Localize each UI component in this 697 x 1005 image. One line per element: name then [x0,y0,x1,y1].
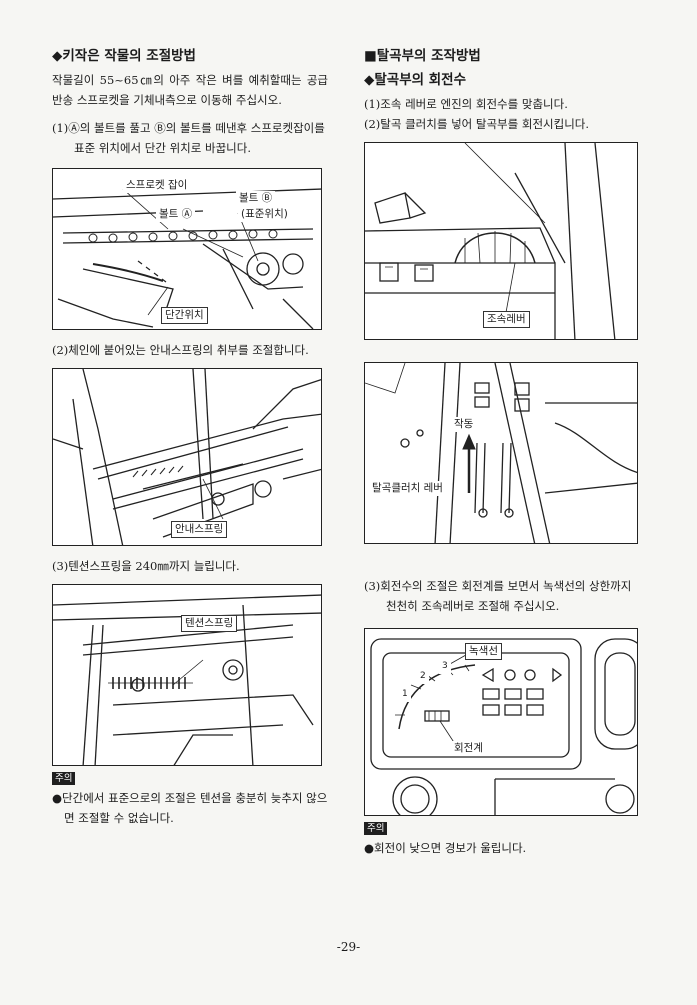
section-title-threshing: ■탈곡부의 조작방법 [364,48,481,64]
figure-tachometer: 녹색선 1 2 3 회전계 [364,628,638,816]
sprocket-drawing [53,188,321,329]
caution-tag-right: 주의 [364,822,388,835]
dial-mark-2: 2 [417,669,429,684]
caution-tag-left: 주의 [52,772,76,785]
step-1-text: (1)Ⓐ의 볼트를 풀고 Ⓑ의 볼트를 떼낸후 스프로켓잡이를 표준 위치에서 … [52,121,325,155]
guide-spring-drawing [53,369,321,545]
label-tension-spring: 텐션스프링 [181,615,238,632]
figure-sprocket: 스프로켓 잡이 볼트 Ⓑ (표준위치) 볼트 Ⓐ 단간위치 [52,168,322,330]
figure-tension-spring: 텐션스프링 [52,584,322,766]
caution-text-left: ●단간에서 표준으로의 조절은 텐션을 충분히 늦추지 않으면 조절할 수 없습… [52,791,328,825]
label-speed-lever: 조속레버 [483,311,530,328]
label-sprocket-holder: 스프로켓 잡이 [123,178,191,193]
dial-mark-3: 3 [439,659,451,674]
dial-mark-1: 1 [399,687,411,702]
step-2-text: (2)체인에 붙어있는 안내스프링의 취부를 조절합니다. [52,343,309,357]
clutch-drawing [365,363,637,543]
right-step-2-text: (2)탈곡 클러치를 넣어 탈곡부를 회전시킵니다. [364,117,590,131]
heading-threshing-rpm: ◆탈곡부의 회전수 [364,72,467,88]
label-threshing-clutch-lever: 탈곡클러치 레버 [369,481,446,496]
label-tachometer: 회전계 [451,741,486,756]
figure-guide-spring: 안내스프링 [52,368,322,546]
label-short-position: 단간위치 [161,307,208,324]
tension-spring-drawing [53,594,321,765]
section-heading-short-crop: ◆키작은 작물의 조절방법 [52,48,196,64]
right-step-1-text: (1)조속 레버로 엔진의 회전수를 맞춥니다. [364,97,568,111]
intro-paragraph: 작물길이 55~65㎝의 아주 작은 벼를 예취할때는 공급 반송 스프로켓을 … [52,73,328,107]
label-action: 작동 [451,417,477,432]
figure-threshing-clutch: 작동 탈곡클러치 레버 [364,362,638,544]
left-column: ◆키작은 작물의 조절방법 작물길이 55~65㎝의 아주 작은 벼를 예취할때… [52,46,328,828]
speed-lever-drawing [365,143,616,339]
label-bolt-b: 볼트 Ⓑ [236,191,276,206]
page-number: -29- [336,940,361,954]
right-column: ■탈곡부의 조작방법 ◆탈곡부의 회전수 (1)조속 레버로 엔진의 회전수를 … [364,46,642,858]
step-3-text: (3)텐션스프링을 240㎜까지 늘립니다. [52,559,240,573]
label-guide-spring: 안내스프링 [171,521,228,538]
right-step-3-text: (3)회전수의 조절은 회전계를 보면서 녹색선의 상한까지 천천히 조속레버로… [364,579,632,613]
label-bolt-a: 볼트 Ⓐ [156,207,196,222]
label-green-line: 녹색선 [465,643,502,660]
label-standard-position: (표준위치) [238,207,291,222]
caution-text-right: ●회전이 낮으면 경보가 울립니다. [364,841,527,855]
figure-speed-lever: 조속레버 [364,142,638,340]
